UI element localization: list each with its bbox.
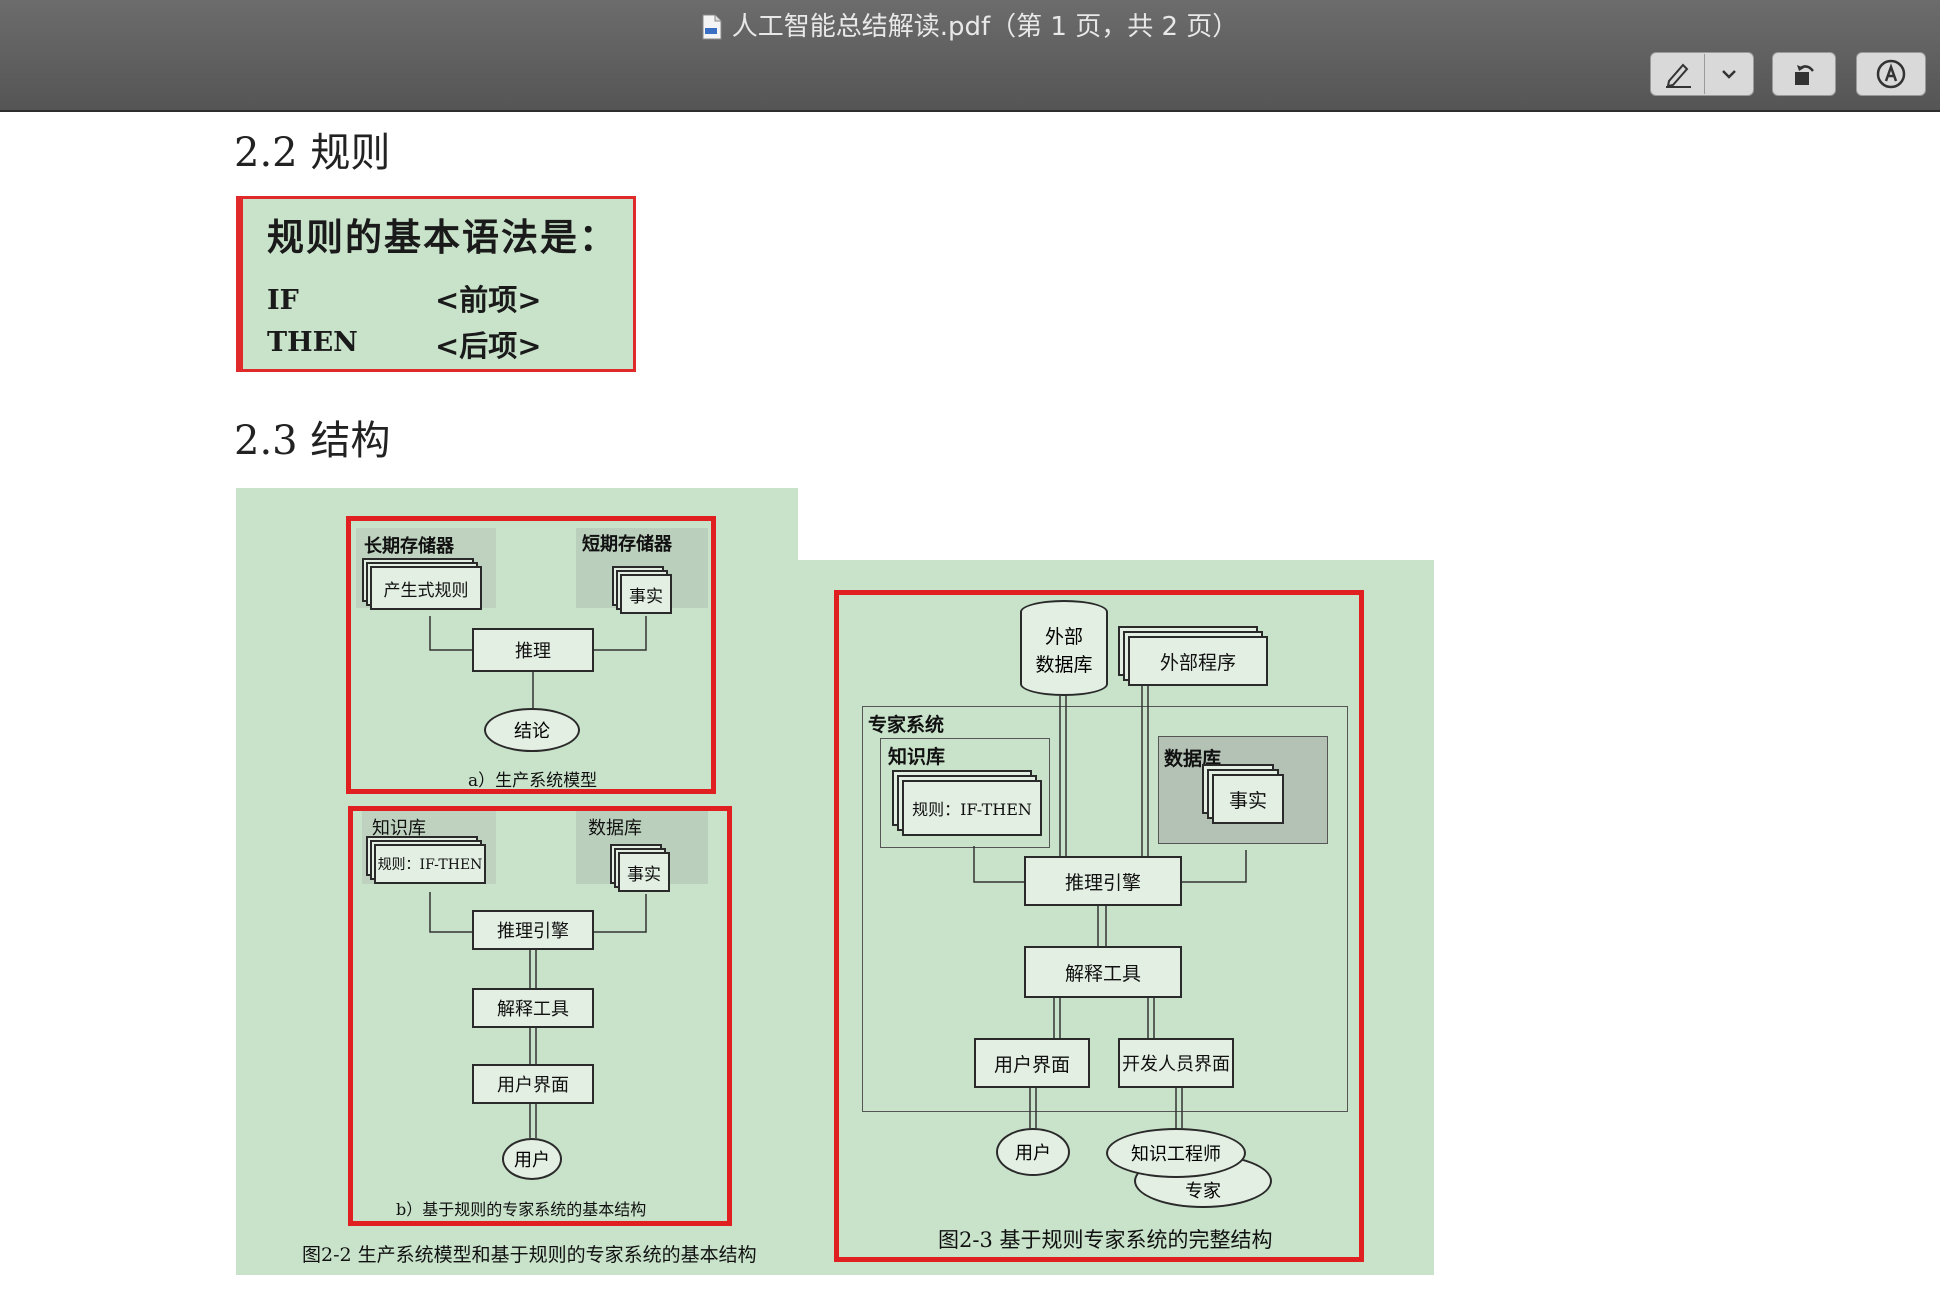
explain-box-c: 解释工具 xyxy=(1024,946,1182,998)
highlight-frame-fig-b xyxy=(348,806,732,1226)
dev-ui-box: 开发人员界面 xyxy=(1118,1038,1234,1088)
facts-box-a: 事实 xyxy=(620,574,672,614)
caption-b: b）基于规则的专家系统的基本结构 xyxy=(396,1200,647,1219)
then-value: <后项> xyxy=(435,329,542,363)
facts-box-c: 事实 xyxy=(1212,774,1284,824)
production-rules-box: 产生式规则 xyxy=(370,566,482,610)
figure-2-2-caption: 图2-2 生产系统模型和基于规则的专家系统的基本结构 xyxy=(302,1244,757,1266)
ext-db-cylinder: 外部 数据库 xyxy=(1020,600,1108,696)
markup-button[interactable] xyxy=(1650,52,1754,96)
ui-box-c: 用户界面 xyxy=(974,1038,1090,1088)
user-node-b: 用户 xyxy=(502,1138,562,1180)
if-value: <前项> xyxy=(435,283,542,317)
long-term-label: 长期存储器 xyxy=(364,536,454,557)
chevron-down-icon[interactable] xyxy=(1705,68,1753,80)
if-keyword: IF xyxy=(267,285,299,316)
db-label-b: 数据库 xyxy=(588,818,642,839)
caption-a: a）生产系统模型 xyxy=(468,771,598,791)
highlight-frame-fig-a xyxy=(346,516,716,794)
highlight-frame-fig-2-3 xyxy=(834,590,1364,1262)
then-keyword: THEN xyxy=(267,327,358,358)
engine-box-c: 推理引擎 xyxy=(1024,856,1182,906)
facts-box-b: 事实 xyxy=(618,852,670,892)
ext-db-line1: 外部 xyxy=(1044,626,1083,648)
window-title: 人工智能总结解读.pdf（第 1 页，共 2 页） xyxy=(731,12,1239,42)
kb-frame xyxy=(880,738,1050,848)
figure-2-3-connectors xyxy=(973,686,1247,1128)
conclusion-node: 结论 xyxy=(484,708,580,752)
short-term-label: 短期存储器 xyxy=(582,534,672,555)
rule-syntax-title: 规则的基本语法是： xyxy=(267,215,618,259)
pdf-document-icon xyxy=(702,14,722,40)
engine-box-b: 推理引擎 xyxy=(472,910,594,950)
user-node-c: 用户 xyxy=(996,1128,1070,1176)
rotate-button[interactable] xyxy=(1772,52,1836,96)
ext-db-line2: 数据库 xyxy=(1035,654,1093,676)
kb-label-c: 知识库 xyxy=(888,746,946,768)
window-title-wrap: 人工智能总结解读.pdf（第 1 页，共 2 页） xyxy=(0,6,1940,43)
figure-2-2-connectors xyxy=(429,616,647,1138)
explain-box-b: 解释工具 xyxy=(472,988,594,1028)
engineer-node: 知识工程师 xyxy=(1106,1128,1246,1178)
ext-program-box: 外部程序 xyxy=(1128,636,1268,686)
figure-2-2: 长期存储器 短期存储器 产生式规则 事实 推理 结论 a）生产系统模型 知识库 … xyxy=(236,488,798,1275)
kb-label-b: 知识库 xyxy=(372,818,426,839)
rules-box-b: 规则：IF-THEN xyxy=(374,844,486,884)
markup-circle-icon xyxy=(1875,58,1907,90)
pen-markup-icon xyxy=(1651,54,1706,94)
window-titlebar: 人工智能总结解读.pdf（第 1 页，共 2 页） xyxy=(0,0,1940,112)
section-heading-rules: 2.2 规则 xyxy=(234,130,391,176)
figure-2-3: 外部 数据库 外部程序 专家系统 知识库 规则：IF-THEN 数据库 事实 推… xyxy=(798,560,1434,1275)
section-heading-structure: 2.3 结构 xyxy=(234,418,391,464)
inference-box: 推理 xyxy=(472,628,594,672)
rules-box-c: 规则：IF-THEN xyxy=(902,780,1042,836)
annotate-button[interactable] xyxy=(1856,52,1926,96)
rule-syntax-box: 规则的基本语法是： IF <前项> THEN <后项> xyxy=(236,196,636,372)
figure-2-3-caption: 图2-3 基于规则专家系统的完整结构 xyxy=(938,1228,1273,1252)
ui-box-b: 用户界面 xyxy=(472,1064,594,1104)
expert-system-label: 专家系统 xyxy=(868,714,945,736)
expert-system-frame xyxy=(862,706,1348,1112)
rotate-left-icon xyxy=(1789,59,1819,89)
